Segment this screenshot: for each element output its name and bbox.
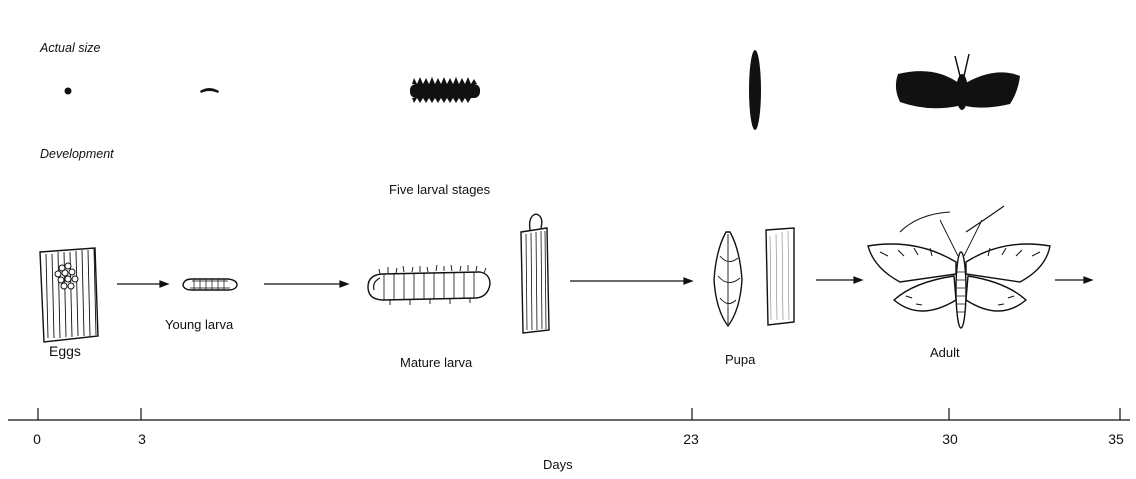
arrow-pupa-to-adult bbox=[816, 277, 862, 283]
eggs-on-bark-drawing bbox=[40, 248, 98, 342]
young-larva-label: Young larva bbox=[165, 317, 233, 332]
days-axis bbox=[8, 408, 1130, 420]
development-heading: Development bbox=[40, 147, 114, 161]
actual-size-heading: Actual size bbox=[40, 41, 100, 55]
five-larval-stages-label: Five larval stages bbox=[389, 182, 490, 197]
actual-size-young-larva bbox=[200, 88, 219, 93]
axis-tick-label-23: 23 bbox=[683, 431, 699, 447]
actual-size-caterpillar bbox=[410, 77, 480, 103]
adult-moth-drawing bbox=[868, 206, 1050, 328]
actual-size-moth bbox=[896, 54, 1020, 110]
adult-label: Adult bbox=[930, 345, 960, 360]
mature-larva-label: Mature larva bbox=[400, 355, 472, 370]
arrow-eggs-to-young-larva bbox=[117, 281, 168, 287]
axis-title-days: Days bbox=[543, 457, 573, 472]
actual-size-row bbox=[65, 50, 1021, 130]
axis-tick-label-30: 30 bbox=[942, 431, 958, 447]
pupal-case-drawing bbox=[766, 228, 794, 325]
axis-tick-label-0: 0 bbox=[33, 431, 41, 447]
axis-tick-label-3: 3 bbox=[138, 431, 146, 447]
actual-size-egg bbox=[65, 88, 72, 95]
mature-larva-drawing bbox=[368, 265, 490, 305]
arrow-larva-to-pupa bbox=[570, 278, 692, 284]
axis-tick-label-35: 35 bbox=[1108, 431, 1124, 447]
arrow-young-to-mature-larva bbox=[264, 281, 348, 287]
arrow-adult-continues bbox=[1055, 277, 1092, 283]
eggs-label: Eggs bbox=[49, 343, 81, 359]
young-larva-drawing bbox=[183, 279, 237, 290]
actual-size-pupa bbox=[749, 50, 761, 130]
pupa-label: Pupa bbox=[725, 352, 755, 367]
pupa-drawing bbox=[714, 232, 742, 326]
larval-case-drawing bbox=[521, 214, 549, 333]
